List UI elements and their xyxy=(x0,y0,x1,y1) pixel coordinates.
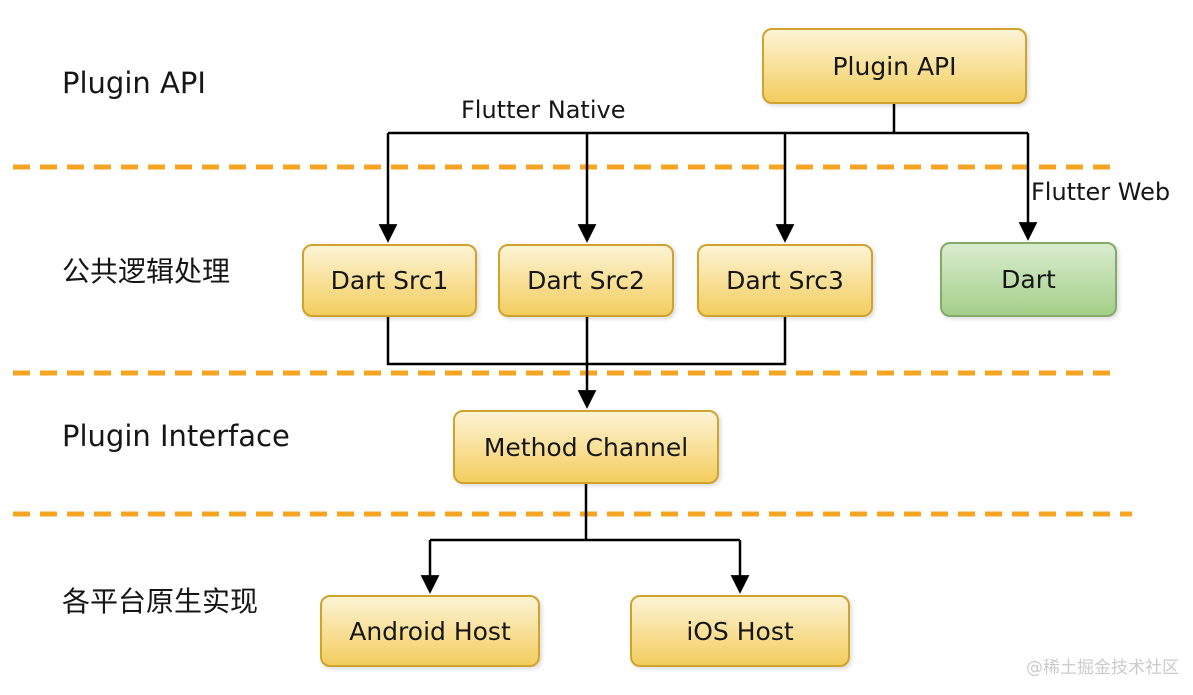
layer-label-shared-logic: 公共逻辑处理 xyxy=(62,255,231,288)
node-dart-src2: Dart Src2 xyxy=(498,244,674,317)
node-method-channel: Method Channel xyxy=(453,410,719,484)
node-dart-src3: Dart Src3 xyxy=(697,244,873,317)
node-ios-host: iOS Host xyxy=(630,595,850,667)
site-watermark: @稀土掘金技术社区 xyxy=(1026,658,1179,678)
node-plugin-api: Plugin API xyxy=(762,28,1027,104)
node-android-host: Android Host xyxy=(320,595,540,667)
edge-label-flutter-native: Flutter Native xyxy=(461,96,626,124)
layer-label-plugin-interface: Plugin Interface xyxy=(62,419,290,453)
layer-label-platform-impl: 各平台原生实现 xyxy=(62,585,259,618)
layer-label-plugin-api: Plugin API xyxy=(62,66,206,100)
node-dart-src1: Dart Src1 xyxy=(302,244,477,317)
node-dart-web: Dart xyxy=(940,242,1117,317)
edge-label-flutter-web: Flutter Web xyxy=(1031,178,1171,206)
